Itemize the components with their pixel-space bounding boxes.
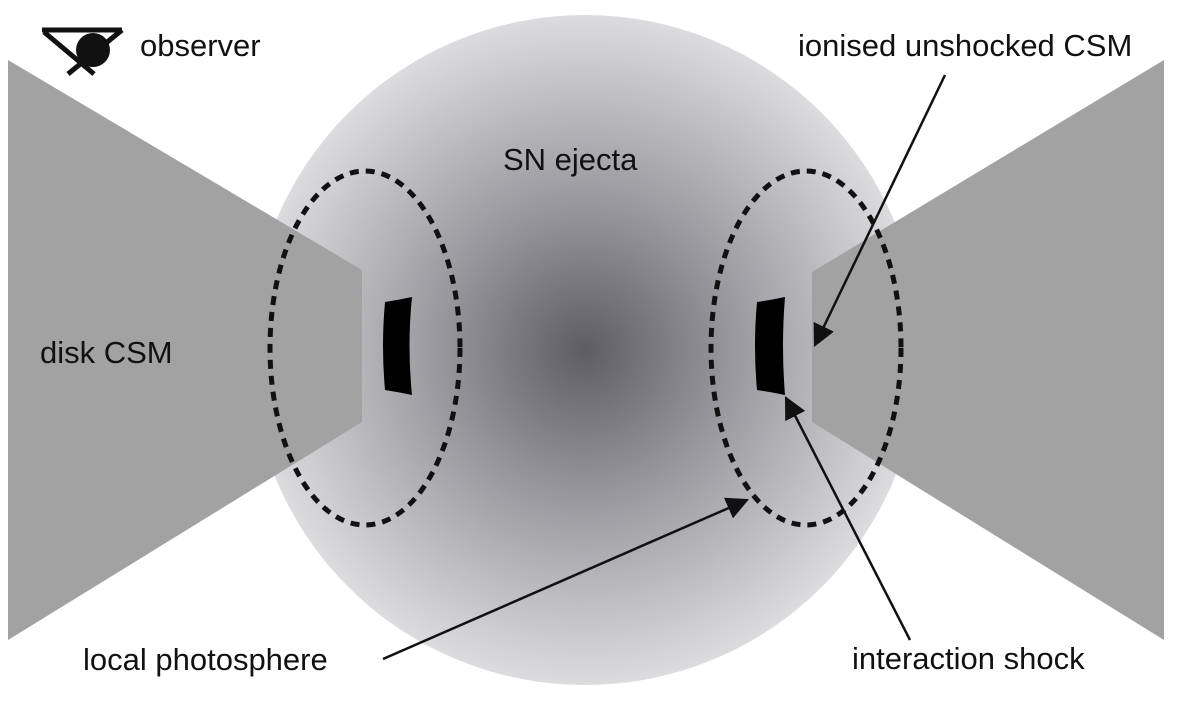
local-photosphere-left bbox=[267, 168, 463, 528]
disk-csm-right bbox=[812, 60, 1164, 640]
arrow-ionised-csm bbox=[813, 74, 947, 348]
arrow-interaction-shock bbox=[784, 395, 912, 641]
sn-ejecta-label: SN ejecta bbox=[503, 142, 638, 177]
local-photosphere-right bbox=[708, 168, 904, 528]
eye-icon bbox=[42, 27, 124, 76]
arrow-local-photosphere bbox=[382, 497, 750, 661]
local-photosphere-label: local photosphere bbox=[83, 642, 328, 677]
sn-ejecta-sphere bbox=[250, 15, 920, 685]
interaction-shock-label: interaction shock bbox=[852, 641, 1085, 676]
interaction-shock-left bbox=[383, 297, 412, 395]
disk-csm-left bbox=[8, 60, 362, 640]
interaction-shock-right bbox=[755, 297, 785, 395]
observer-label: observer bbox=[140, 28, 261, 63]
ionised-csm-label: ionised unshocked CSM bbox=[798, 28, 1132, 63]
disk-csm-label: disk CSM bbox=[40, 335, 173, 370]
